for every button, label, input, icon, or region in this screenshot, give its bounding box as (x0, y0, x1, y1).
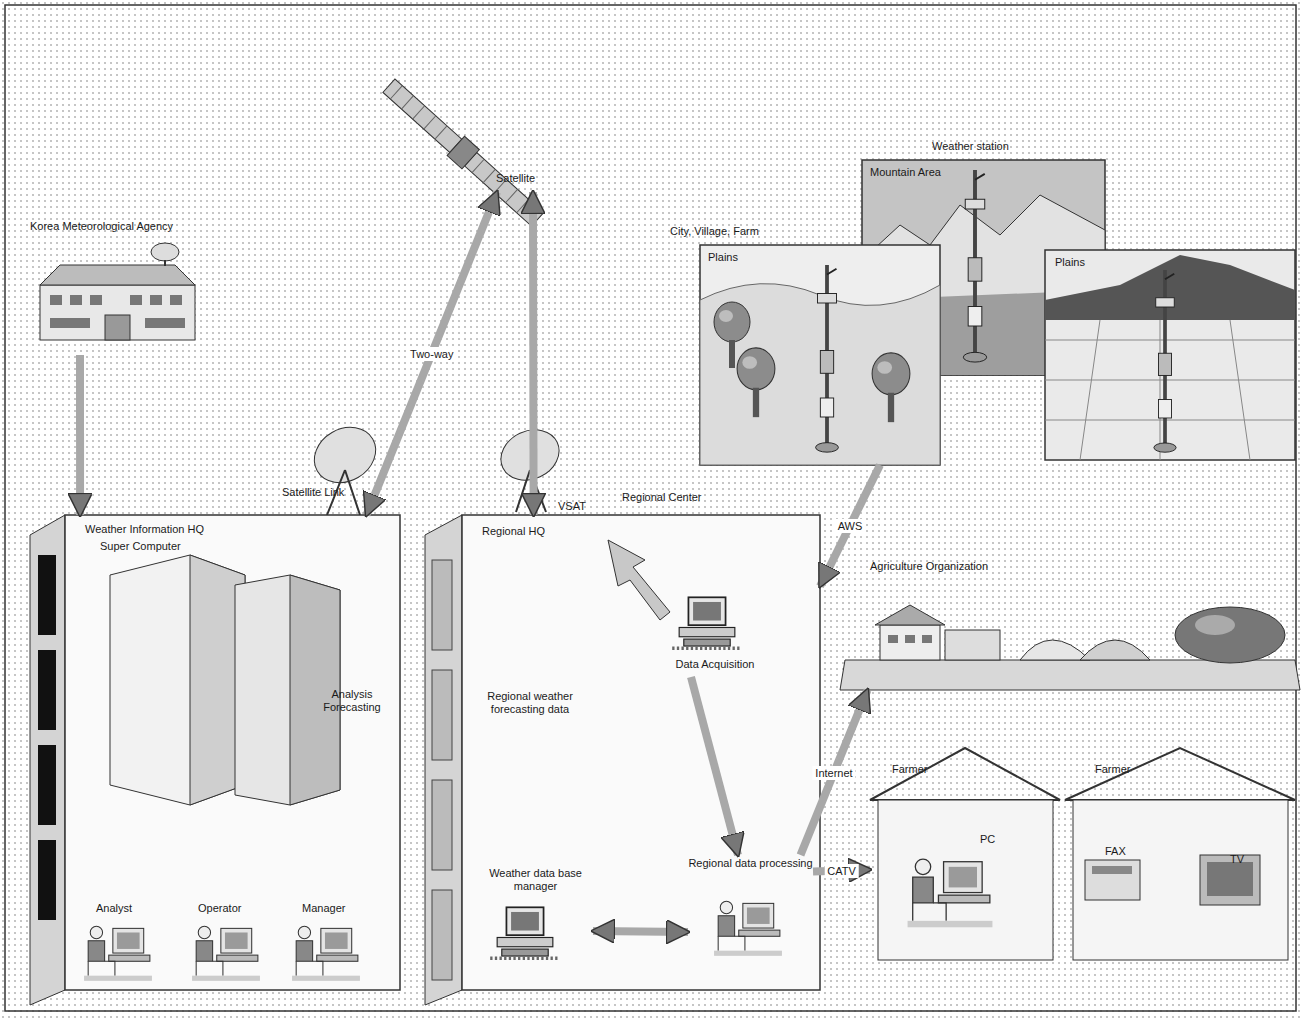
hq-box: Weather Information HQ (65, 515, 400, 990)
node-heading: Weather station (932, 140, 1009, 153)
equipment-label: Super Computer (100, 540, 181, 553)
node-text: PC (980, 833, 995, 846)
node-text: Mountain Area (870, 166, 941, 179)
flow-arrow (529, 192, 538, 515)
node-heading: Agriculture Organization (870, 560, 988, 573)
flow-label: Regional weather forecasting data (470, 690, 590, 716)
edge-label: Two-way (407, 347, 456, 361)
farmer-house: FarmerFAX TV (1065, 745, 1295, 960)
link-label: VSAT (558, 500, 586, 513)
node-heading: Weather data base manager (478, 867, 593, 893)
node-heading: Plains (1055, 256, 1085, 269)
role-label: Manager (302, 902, 345, 915)
edge-label: CATV (824, 864, 859, 878)
flow-arrow (691, 677, 738, 855)
node-text: Plains (708, 251, 738, 264)
regional-box: Regional CenterRegional HQData Acquisiti… (462, 515, 820, 990)
node-text: FAX (1105, 845, 1126, 858)
agency: Korea Meteorological Agency (20, 220, 220, 355)
node-heading: Farmer (892, 763, 927, 776)
satellite: Satellite (488, 168, 578, 192)
link-label: Satellite Link (282, 486, 344, 499)
flow-arrow (76, 355, 84, 515)
node-text: TV (1230, 853, 1244, 866)
node-heading: Korea Meteorological Agency (30, 220, 173, 233)
function-label: Analysis Forecasting (312, 688, 392, 714)
node-heading: Satellite (496, 172, 535, 185)
edge-label: AWS (835, 519, 866, 533)
processing-station: Regional data processing (688, 855, 813, 965)
database-station: Weather data base manager (478, 865, 593, 975)
edge-label: Internet (812, 766, 855, 780)
node-heading: Farmer (1095, 763, 1130, 776)
flow-arrow (801, 690, 868, 855)
city-panel: City, Village, FarmPlains (700, 245, 940, 465)
flow-arrow (367, 192, 498, 515)
role-label: Operator (198, 902, 241, 915)
farmer-house: FarmerPC (870, 745, 1060, 960)
node-text: Regional HQ (482, 525, 545, 538)
node-heading: Weather Information HQ (85, 523, 204, 536)
flow-arrow (593, 931, 688, 932)
node-heading: Regional data processing (688, 857, 813, 870)
plains-panel: Plains (1045, 250, 1295, 460)
node-heading: Regional Center (622, 491, 702, 504)
role-label: Analyst (96, 902, 132, 915)
node-heading: City, Village, Farm (670, 225, 759, 238)
acquisition-station: Data Acquisition (655, 572, 775, 677)
agriculture-org: Agriculture Organization (845, 560, 1295, 690)
node-heading: Data Acquisition (655, 658, 775, 671)
